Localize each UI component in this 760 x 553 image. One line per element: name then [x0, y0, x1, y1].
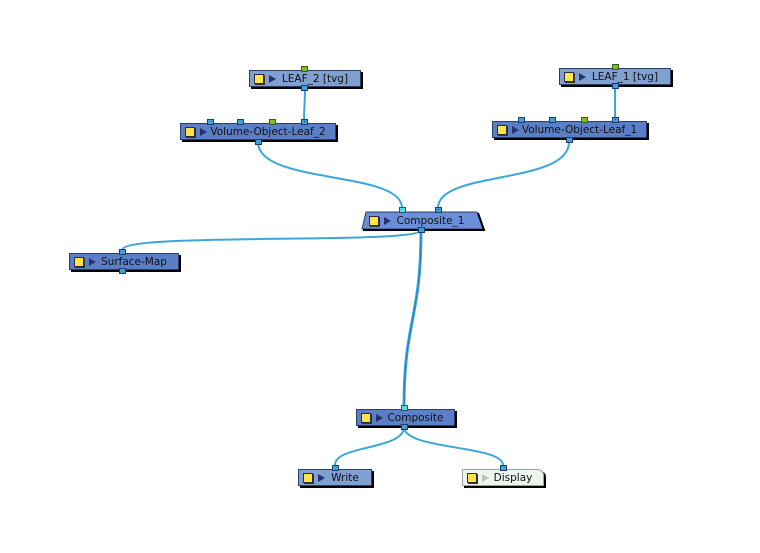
- input-port[interactable]: [237, 119, 244, 125]
- cable-volume2-to-composite1[interactable]: [257, 141, 403, 209]
- enable-checkbox-icon[interactable]: [497, 124, 507, 135]
- output-port[interactable]: [255, 139, 262, 145]
- node-label: Write: [331, 471, 359, 484]
- output-port[interactable]: [418, 227, 425, 233]
- play-icon[interactable]: [384, 216, 391, 225]
- node-label: Volume-Object-Leaf_1: [521, 123, 638, 136]
- input-port[interactable]: [435, 207, 442, 213]
- play-icon[interactable]: [512, 125, 519, 134]
- play-icon[interactable]: [482, 473, 489, 482]
- node-volume-object-leaf-1[interactable]: Volume-Object-Leaf_1: [492, 121, 647, 138]
- play-icon[interactable]: [318, 473, 325, 482]
- output-port[interactable]: [401, 424, 408, 430]
- output-port[interactable]: [301, 85, 308, 91]
- node-label: LEAF_1 [tvg]: [591, 70, 659, 83]
- node-volume-object-leaf-2[interactable]: Volume-Object-Leaf_2: [180, 123, 336, 140]
- input-port[interactable]: [332, 465, 339, 471]
- input-port[interactable]: [518, 117, 525, 123]
- enable-checkbox-icon[interactable]: [564, 71, 574, 82]
- input-port[interactable]: [119, 249, 126, 255]
- node-label: LEAF_2 [tvg]: [281, 72, 349, 85]
- node-label: Surface-Map: [101, 255, 167, 268]
- play-icon[interactable]: [89, 257, 96, 266]
- cable-leaf2-to-volume2[interactable]: [303, 87, 306, 123]
- input-port[interactable]: [269, 119, 276, 125]
- input-port[interactable]: [612, 117, 619, 123]
- node-display[interactable]: Display: [462, 469, 544, 486]
- output-port[interactable]: [119, 268, 126, 274]
- play-icon[interactable]: [376, 413, 383, 422]
- input-port[interactable]: [399, 207, 406, 213]
- enable-checkbox-icon[interactable]: [74, 256, 84, 267]
- play-icon[interactable]: [269, 74, 276, 83]
- enable-checkbox-icon[interactable]: [361, 412, 371, 423]
- cable-composite1-to-surfacemap[interactable]: [121, 229, 422, 251]
- input-port[interactable]: [581, 117, 588, 123]
- enable-checkbox-icon[interactable]: [369, 215, 379, 226]
- input-port[interactable]: [549, 117, 556, 123]
- cable-composite-to-write[interactable]: [334, 426, 405, 466]
- cable-volume1-to-composite1[interactable]: [437, 141, 570, 209]
- play-icon[interactable]: [200, 127, 207, 136]
- node-label: Display: [493, 471, 533, 484]
- output-port[interactable]: [612, 83, 619, 89]
- enable-checkbox-icon[interactable]: [467, 472, 477, 483]
- input-port[interactable]: [301, 66, 308, 72]
- node-label: Volume-Object-Leaf_2: [210, 125, 326, 138]
- node-label: Composite: [387, 411, 444, 424]
- input-port[interactable]: [207, 119, 214, 125]
- input-port[interactable]: [612, 64, 619, 70]
- node-write[interactable]: Write: [298, 469, 372, 486]
- enable-checkbox-icon[interactable]: [303, 472, 313, 483]
- input-port[interactable]: [401, 405, 408, 411]
- input-port[interactable]: [500, 465, 507, 471]
- enable-checkbox-icon[interactable]: [185, 126, 195, 137]
- cable-composite-to-display[interactable]: [403, 426, 504, 466]
- input-port[interactable]: [301, 119, 308, 125]
- output-port[interactable]: [566, 137, 573, 143]
- node-label: Composite_1: [396, 214, 465, 227]
- play-icon[interactable]: [579, 72, 586, 81]
- enable-checkbox-icon[interactable]: [254, 73, 264, 84]
- node-composite-1[interactable]: Composite_1: [366, 212, 478, 229]
